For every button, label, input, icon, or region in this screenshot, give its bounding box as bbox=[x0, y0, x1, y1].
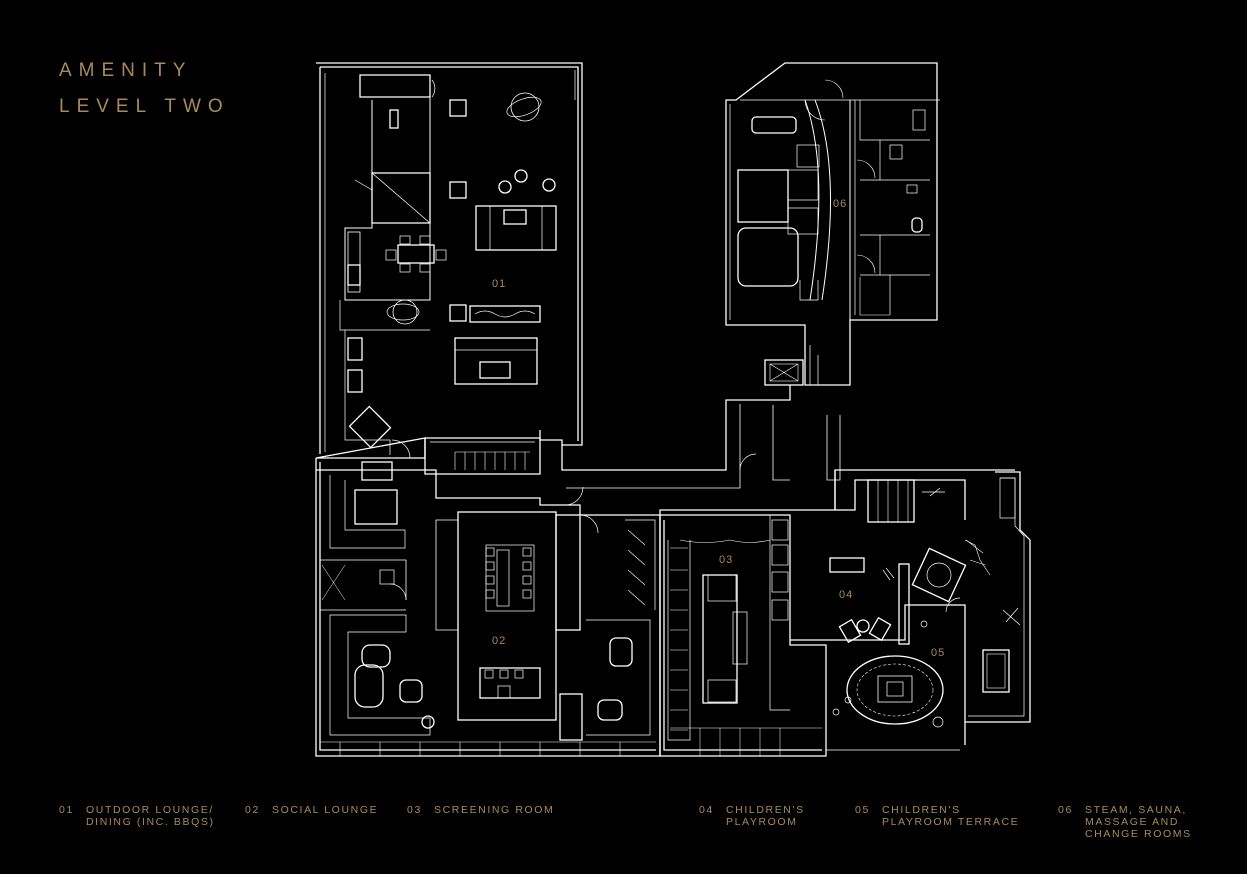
legend-text: CHILDREN'S bbox=[726, 804, 805, 816]
heading-level: LEVEL TWO bbox=[59, 96, 230, 117]
legend-number: 02 bbox=[245, 804, 260, 816]
legend-text: OUTDOOR LOUNGE/ bbox=[86, 804, 214, 816]
legend-text: PLAYROOM TERRACE bbox=[882, 816, 1020, 828]
heading-amenity: AMENITY bbox=[59, 60, 193, 81]
corridor-walls bbox=[561, 385, 1015, 515]
room-label-01: 01 bbox=[492, 278, 507, 290]
zone-04-05-walls bbox=[790, 470, 991, 751]
legend-text: CHANGE ROOMS bbox=[1085, 828, 1192, 840]
legend-number: 04 bbox=[699, 804, 714, 816]
legend-number: 01 bbox=[59, 804, 74, 816]
room-label-06: 06 bbox=[833, 198, 848, 210]
zone-03-walls bbox=[659, 514, 827, 757]
room-label-03: 03 bbox=[719, 554, 734, 566]
legend-text: DINING (INC. BBQS) bbox=[86, 816, 215, 828]
room-label-04: 04 bbox=[839, 589, 854, 601]
right-terrace bbox=[965, 471, 1031, 723]
legend-number: 05 bbox=[855, 804, 870, 816]
room-label-02: 02 bbox=[492, 635, 507, 647]
legend-number: 06 bbox=[1058, 804, 1073, 816]
legend-text: MASSAGE AND bbox=[1085, 816, 1180, 828]
legend-text: STEAM, SAUNA, bbox=[1085, 804, 1187, 816]
legend-text: SCREENING ROOM bbox=[434, 804, 555, 816]
zone-01-walls bbox=[315, 62, 583, 459]
legend-text: SOCIAL LOUNGE bbox=[272, 804, 379, 816]
zone-06-walls bbox=[725, 62, 940, 386]
legend-number: 03 bbox=[407, 804, 422, 816]
legend-text: PLAYROOM bbox=[726, 816, 798, 828]
room-label-05: 05 bbox=[931, 647, 946, 659]
zone-02-walls bbox=[315, 437, 661, 757]
legend-text: CHILDREN'S bbox=[882, 804, 961, 816]
